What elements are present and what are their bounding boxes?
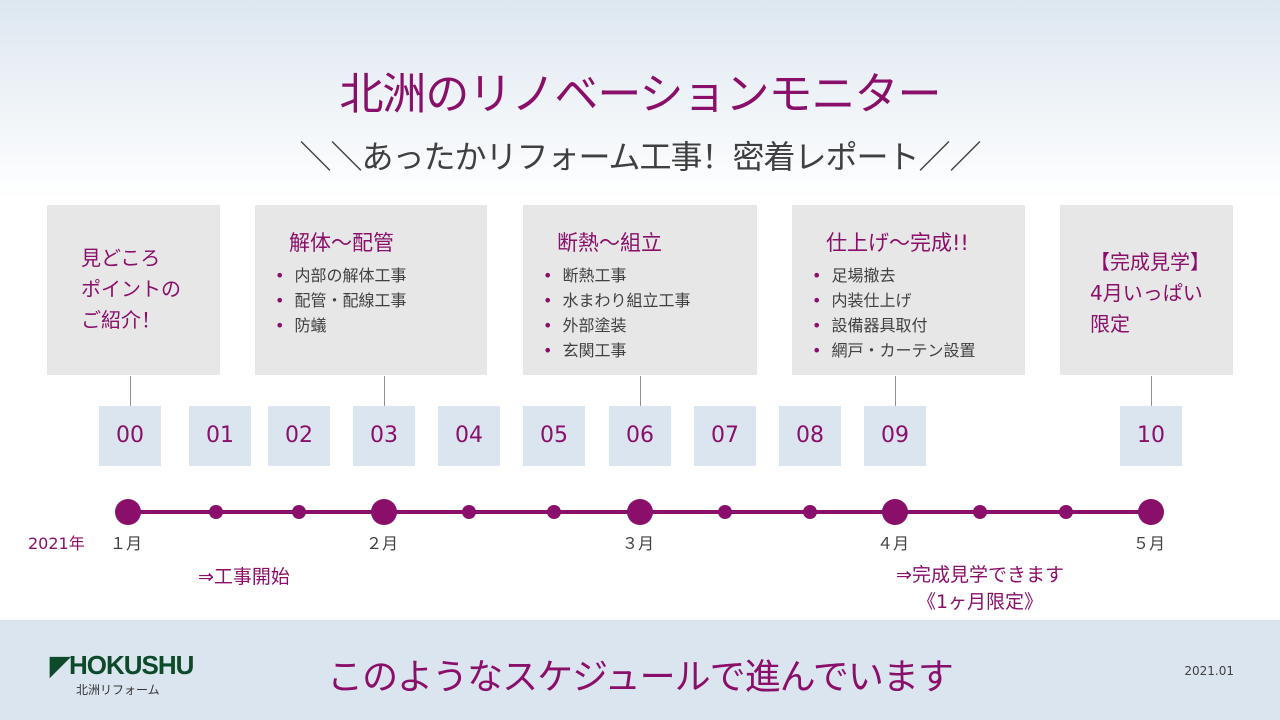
box-text: 限定 bbox=[1090, 312, 1130, 336]
box-item: 足場撤去 bbox=[812, 263, 1005, 288]
step-number: 00 bbox=[99, 406, 161, 466]
connector-line bbox=[1151, 376, 1152, 406]
month-dot bbox=[371, 499, 397, 525]
step-dot bbox=[973, 505, 987, 519]
page-subtitle: ＼＼あったかリフォーム工事！密着レポート／／ bbox=[299, 138, 981, 176]
step-dot bbox=[292, 505, 306, 519]
box-highlights: 見どころ ポイントの ご紹介！ bbox=[47, 205, 220, 375]
open-house-limit: 《1ヶ月限定》 bbox=[916, 591, 1044, 613]
month-label: １月 bbox=[110, 534, 143, 553]
step-dot bbox=[462, 505, 476, 519]
step-number: 04 bbox=[438, 406, 500, 466]
box-heading: 解体〜配管 bbox=[289, 231, 394, 255]
construction-start-note: ⇒工事開始 bbox=[198, 566, 290, 588]
step-dot bbox=[209, 505, 223, 519]
month-dot bbox=[627, 499, 653, 525]
footer-slogan: このようなスケジュールで進んでいます bbox=[327, 657, 954, 698]
box-text: 4月いっぱい bbox=[1090, 281, 1203, 305]
box-heading: 断熱〜組立 bbox=[557, 231, 662, 255]
box-finishing: 仕上げ〜完成!! 足場撤去 内装仕上げ 設備器具取付 網戸・カーテン設置 bbox=[792, 205, 1025, 375]
box-text: ご紹介！ bbox=[81, 308, 161, 332]
month-label: ４月 bbox=[877, 534, 910, 553]
logo-text: HOKUSHU bbox=[69, 650, 194, 680]
box-item: 外部塗装 bbox=[543, 313, 737, 338]
box-item: 玄関工事 bbox=[543, 338, 737, 363]
box-item: 設備器具取付 bbox=[812, 313, 1005, 338]
box-item: 網戸・カーテン設置 bbox=[812, 338, 1005, 363]
connector-line bbox=[640, 376, 641, 406]
box-text: 見どころ bbox=[81, 246, 161, 270]
month-label: ２月 bbox=[366, 534, 399, 553]
box-heading: 仕上げ〜完成!! bbox=[826, 231, 969, 255]
month-dot bbox=[115, 499, 141, 525]
box-text: 【完成見学】 bbox=[1090, 250, 1210, 274]
box-item: 内部の解体工事 bbox=[275, 263, 467, 288]
box-item: 内装仕上げ bbox=[812, 288, 1005, 313]
step-dot bbox=[803, 505, 817, 519]
step-number: 02 bbox=[268, 406, 330, 466]
box-item: 水まわり組立工事 bbox=[543, 288, 737, 313]
box-demolition: 解体〜配管 内部の解体工事 配管・配線工事 防蟻 bbox=[255, 205, 487, 375]
box-item: 配管・配線工事 bbox=[275, 288, 467, 313]
month-dot bbox=[882, 499, 908, 525]
step-dot bbox=[718, 505, 732, 519]
page-title: 北洲のリノベーションモニター bbox=[339, 69, 941, 120]
header-background bbox=[0, 0, 1280, 200]
year-label: 2021年 bbox=[28, 534, 85, 553]
box-insulation: 断熱〜組立 断熱工事 水まわり組立工事 外部塗装 玄関工事 bbox=[523, 205, 757, 375]
step-number: 06 bbox=[609, 406, 671, 466]
month-label: ３月 bbox=[622, 534, 655, 553]
step-number: 10 bbox=[1120, 406, 1182, 466]
month-dot bbox=[1138, 499, 1164, 525]
box-item: 防蟻 bbox=[275, 313, 467, 338]
step-number: 09 bbox=[864, 406, 926, 466]
connector-line bbox=[895, 376, 896, 406]
month-label: ５月 bbox=[1133, 534, 1166, 553]
footer-date: 2021.01 bbox=[1184, 664, 1234, 678]
open-house-note-text: ⇒完成見学できます bbox=[896, 564, 1064, 586]
box-text: ポイントの bbox=[81, 277, 181, 301]
step-number: 08 bbox=[779, 406, 841, 466]
box-open-house: 【完成見学】 4月いっぱい 限定 bbox=[1060, 205, 1233, 375]
step-number: 01 bbox=[189, 406, 251, 466]
step-number: 03 bbox=[353, 406, 415, 466]
connector-line bbox=[130, 376, 131, 406]
step-dot bbox=[1059, 505, 1073, 519]
company-logo: ◤HOKUSHU 北洲リフォーム bbox=[50, 650, 194, 698]
step-number: 05 bbox=[523, 406, 585, 466]
step-dot bbox=[547, 505, 561, 519]
box-item: 断熱工事 bbox=[543, 263, 737, 288]
connector-line bbox=[384, 376, 385, 406]
logo-subtext: 北洲リフォーム bbox=[76, 683, 160, 697]
logo-arrow-icon: ◤ bbox=[50, 650, 70, 680]
footer-band bbox=[0, 620, 1280, 720]
open-house-note: ⇒完成見学できます 《1ヶ月限定》 bbox=[880, 560, 1080, 614]
step-number: 07 bbox=[694, 406, 756, 466]
